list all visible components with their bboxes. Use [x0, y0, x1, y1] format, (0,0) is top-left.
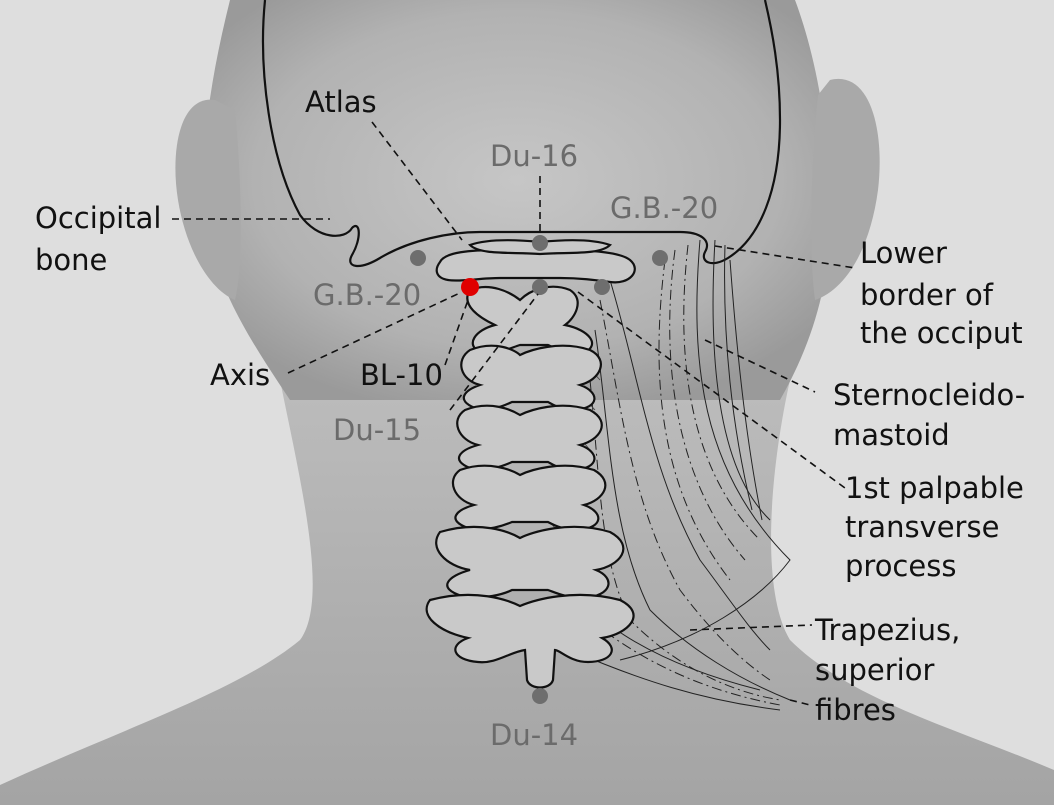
label-axis: Axis	[210, 358, 270, 392]
label-trap-1: Trapezius,	[814, 613, 960, 647]
left-ear	[175, 99, 241, 300]
skull-outline	[261, 0, 782, 267]
label-du15: Du-15	[333, 413, 421, 447]
label-lower-border-2: border of	[860, 278, 994, 312]
label-tp-2: transverse	[845, 510, 999, 544]
cervical-vertebrae	[425, 285, 635, 689]
du16-point	[532, 235, 548, 251]
du15-point	[532, 279, 548, 295]
label-lower-border-3: the occiput	[860, 316, 1023, 350]
head-silhouette	[203, 0, 831, 400]
label-du14: Du-14	[490, 718, 578, 752]
gb20-left-point	[410, 250, 426, 266]
label-scm-2: mastoid	[833, 418, 950, 452]
label-bl10: BL-10	[360, 358, 443, 392]
vertebra-c4	[456, 404, 603, 472]
label-trap-3: fibres	[815, 693, 896, 727]
leader-lines	[172, 121, 856, 706]
label-gb20-right: G.B.-20	[610, 191, 718, 225]
vertebra-c6	[435, 525, 625, 600]
gb20-right-point	[652, 250, 668, 266]
vertebra-c5	[451, 464, 607, 532]
muscle-fibres	[569, 239, 791, 711]
label-scm-1: Sternocleido-	[833, 378, 1025, 412]
transverse-process-point	[594, 279, 610, 295]
label-lower-border-1: Lower	[860, 236, 947, 270]
vertebra-c3	[460, 344, 602, 412]
vertebra-c7	[425, 593, 635, 689]
bl10-point	[461, 278, 479, 296]
label-trap-2: superior	[815, 653, 934, 687]
label-occipital-2: bone	[35, 243, 107, 277]
label-du16: Du-16	[490, 139, 578, 173]
right-ear	[811, 78, 880, 301]
label-tp-3: process	[845, 549, 956, 583]
du14-point	[532, 688, 548, 704]
label-occipital-1: Occipital	[35, 201, 161, 235]
shoulders-silhouette	[0, 380, 1054, 805]
label-tp-1: 1st palpable	[845, 471, 1024, 505]
label-gb20-left: G.B.-20	[313, 278, 421, 312]
label-atlas: Atlas	[305, 85, 377, 119]
